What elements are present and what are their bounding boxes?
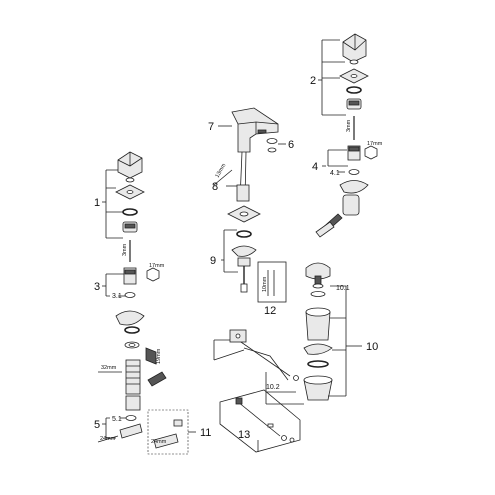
callout-10-1: 10.1 <box>336 285 350 292</box>
left-washer-5-1 <box>125 415 137 421</box>
drain-gasket-ring <box>307 360 329 368</box>
spout-nut <box>237 257 251 267</box>
hose-kit-frame <box>219 389 301 453</box>
right-lower-valve <box>342 194 360 216</box>
left-gasket-a <box>124 326 140 334</box>
dim-3mm-left: 3mm <box>122 243 128 256</box>
hex-17mm-right-icon <box>364 145 378 160</box>
left-shank <box>125 359 141 395</box>
right-valve-assembly: 3mm 17mm <box>315 33 383 238</box>
dim-10mm: 10mm <box>262 276 268 292</box>
right-hose <box>315 221 335 238</box>
aerator <box>266 138 278 144</box>
dim-17mm-right: 17mm <box>367 141 383 147</box>
left-nut <box>124 292 136 298</box>
dim-17mm-left: 17mm <box>149 263 165 269</box>
drain-horseshoe <box>303 343 333 355</box>
left-valve-assembly: 3mm 17mm 19mm 32mm 24mm 24mm <box>97 151 196 455</box>
right-o-ring <box>346 86 362 94</box>
callout-2: 2 <box>310 75 316 87</box>
callout-labels: 1 2 3 3.1 4 4.1 5 5.1 6 7 8 9 10 10.1 10… <box>94 75 378 441</box>
dim-19mm: 19mm <box>156 348 162 364</box>
callout-8: 8 <box>212 181 218 193</box>
left-escutcheon <box>115 310 145 326</box>
hex-17mm-left-icon <box>146 267 160 282</box>
callout-5: 5 <box>94 419 100 431</box>
dim-32mm: 32mm <box>101 365 117 371</box>
callout-6: 6 <box>288 139 294 151</box>
spout-body <box>231 107 279 153</box>
left-hose <box>119 423 143 439</box>
long-hose <box>237 401 281 437</box>
left-hose-fitting <box>125 395 141 411</box>
callout-9: 9 <box>210 255 216 267</box>
hose-kit <box>219 389 301 453</box>
dim-3mm-right: 3mm <box>346 119 352 132</box>
center-spout-assembly: 13mm 10mm <box>213 107 287 303</box>
drain-assembly <box>213 262 362 405</box>
dim-13mm: 13mm <box>215 162 228 179</box>
right-escutcheon <box>339 180 369 194</box>
right-nut <box>348 169 360 175</box>
left-o-ring <box>122 208 138 216</box>
spout-horseshoe <box>231 245 257 257</box>
callout-12: 12 <box>264 305 276 317</box>
callout-3-1: 3.1 <box>112 293 122 300</box>
popup-cap <box>305 262 331 280</box>
callout-4-1: 4.1 <box>330 170 340 177</box>
wrench-tool <box>257 261 287 303</box>
callout-11: 11 <box>200 427 211 439</box>
alt-parts-box <box>147 409 189 455</box>
dim-24mm-b: 24mm <box>151 439 167 445</box>
callout-13: 13 <box>238 429 250 441</box>
callout-3: 3 <box>94 281 100 293</box>
lift-rod-linkage <box>237 339 291 377</box>
callout-1: 1 <box>94 197 100 209</box>
spout-gasket <box>236 230 252 238</box>
callout-5-1: 5.1 <box>112 416 122 423</box>
callout-10: 10 <box>366 341 378 353</box>
callout-7: 7 <box>208 121 214 133</box>
right-cap-ring <box>349 59 359 65</box>
callout-4: 4 <box>312 161 318 173</box>
callout-10-2: 10.2 <box>266 384 280 391</box>
right-handle <box>342 33 367 63</box>
